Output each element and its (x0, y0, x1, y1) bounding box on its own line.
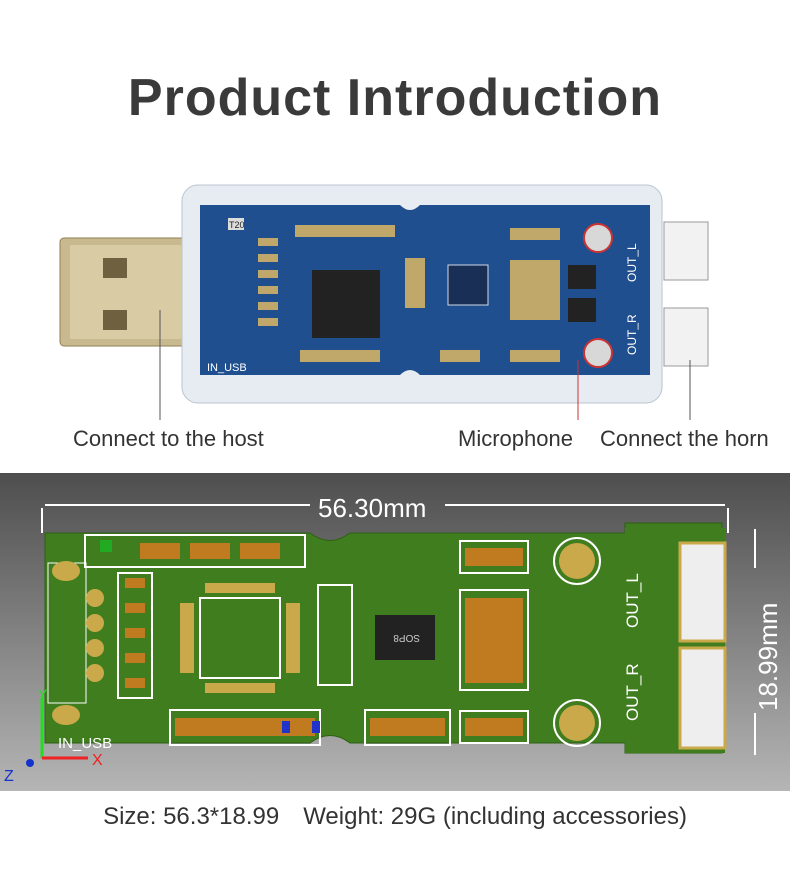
out-l-label: OUT_L (623, 573, 642, 628)
axis-z-label: Z (4, 768, 14, 785)
out-l-label: OUT_L (625, 243, 639, 282)
width-dimension: 56.30mm (318, 493, 426, 523)
connector-out-l (663, 221, 709, 281)
connector-out-l (678, 541, 727, 643)
axis-indicator: Y X Z (4, 686, 103, 785)
connector-out-r (678, 646, 727, 750)
pcb-drawing-panel: 56.30mm 18.99mm SOP8 (0, 473, 790, 791)
sop8-chip (375, 615, 435, 660)
t20-label: T20 (229, 220, 245, 230)
microphone-bottom (583, 338, 613, 368)
mcu-chip (312, 270, 380, 338)
callout-horn: Connect the horn (600, 426, 769, 451)
in-usb-label: IN_USB (58, 735, 112, 752)
microphone-top (583, 223, 613, 253)
mcu-footprint (199, 597, 281, 679)
out-r-label: OUT_R (623, 663, 642, 721)
chip-label: SOP8 (393, 632, 420, 643)
axis-y-label: Y (38, 686, 48, 702)
out-r-label: OUT_R (625, 314, 639, 355)
size-spec: Size: 56.3*18.99 (103, 803, 280, 830)
product-photo: T20 IN_USB OUT_L OUT_R (59, 184, 709, 420)
spec-caption: Size: 56.3*18.99 Weight: 29G (including a… (0, 803, 790, 831)
in-usb-label: IN_USB (207, 362, 247, 374)
weight-spec: Weight: 29G (including accessories) (303, 803, 687, 830)
height-dimension: 18.99mm (753, 603, 783, 711)
callout-host: Connect to the host (73, 426, 264, 451)
callout-microphone: Microphone (458, 426, 573, 451)
page-title: Product Introduction (127, 69, 663, 127)
connector-out-r (663, 307, 709, 367)
axis-x-label: X (92, 752, 103, 769)
pcb-drawing: 56.30mm 18.99mm SOP8 (4, 493, 783, 785)
